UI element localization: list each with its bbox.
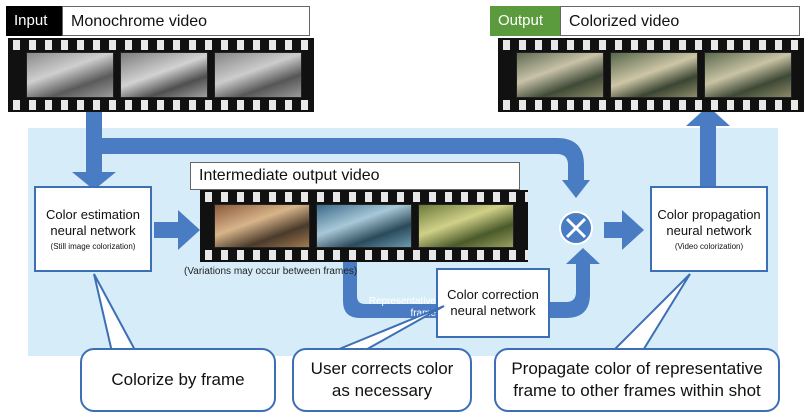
est-arrow-shaft [154, 222, 180, 238]
color-correction-box: Color correction neural network [436, 268, 550, 338]
top-route-head [562, 180, 590, 198]
input-label: Monochrome video [62, 6, 310, 36]
propagation-sub: (Video colorization) [674, 241, 744, 251]
correction-line1: Color correction [447, 287, 539, 302]
callout-user-corrects: User corrects color as necessary [292, 348, 472, 412]
mono-frame-3 [214, 52, 302, 98]
output-up-head [686, 106, 730, 126]
variation-note: (Variations may occur between frames) [184, 266, 358, 277]
colorized-film-strip [498, 38, 804, 112]
mono-frame-2 [120, 52, 208, 98]
correction-head [566, 248, 600, 264]
correction-line2: neural network [450, 303, 536, 318]
intermediate-frame-2 [316, 204, 412, 248]
est-arrow-head [178, 210, 200, 250]
input-tag: Input [6, 6, 62, 36]
color-propagation-box: Color propagation neural network (Video … [650, 186, 768, 272]
intermediate-frame-3 [418, 204, 514, 248]
color-estimation-box: Color estimation neural network (Still i… [34, 186, 152, 272]
intermediate-label: Intermediate output video [190, 162, 520, 190]
intermediate-film-strip [200, 190, 528, 262]
top-route-bend [557, 138, 584, 180]
intermediate-frame-1 [214, 204, 310, 248]
output-up-shaft [700, 124, 716, 186]
estimation-line2: neural network [50, 222, 136, 238]
monochrome-film-strip [8, 38, 314, 112]
color-frame-1 [516, 52, 604, 98]
color-frame-2 [610, 52, 698, 98]
propagation-line1: Color propagation [657, 206, 761, 222]
estimation-sub: (Still image colorization) [50, 241, 136, 251]
correction-route [548, 262, 590, 318]
input-down-head [72, 172, 116, 190]
mono-frame-1 [26, 52, 114, 98]
callout-propagate: Propagate color of representative frame … [494, 348, 780, 412]
color-frame-3 [704, 52, 792, 98]
top-route [102, 138, 557, 154]
output-label: Colorized video [560, 6, 800, 36]
prop-arrow-head [622, 210, 644, 250]
multiply-icon [559, 211, 593, 245]
estimation-line1: Color estimation [46, 206, 140, 222]
propagation-line2: neural network [666, 222, 752, 238]
input-down-shaft [86, 112, 102, 174]
prop-arrow-shaft [604, 222, 624, 238]
callout-colorize: Colorize by frame [80, 348, 276, 412]
output-tag: Output [490, 6, 560, 36]
